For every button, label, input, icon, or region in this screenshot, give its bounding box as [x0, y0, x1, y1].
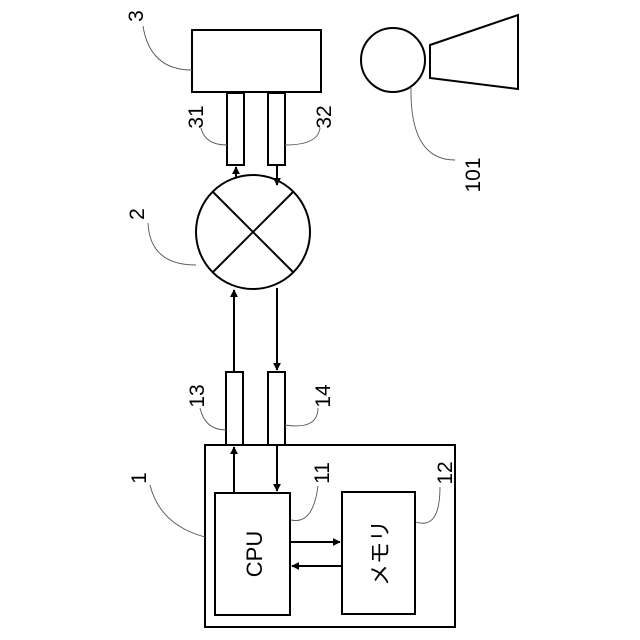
leader-13 [200, 408, 226, 430]
ref-13: 13 [186, 384, 209, 407]
leader-1 [150, 485, 205, 537]
interface-32 [268, 93, 285, 165]
user-head [361, 28, 425, 92]
device-3 [192, 30, 321, 92]
ref-14: 14 [312, 384, 335, 408]
user-body [430, 15, 518, 89]
ref-12: 12 [434, 461, 457, 484]
ref-11: 11 [311, 462, 334, 484]
interface-14 [268, 372, 285, 445]
interface-31 [227, 93, 244, 165]
ref-3: 3 [125, 10, 148, 22]
memory-label: メモリ [368, 520, 393, 586]
leader-101 [411, 88, 455, 160]
ref-32: 32 [313, 105, 336, 128]
ref-1: 1 [128, 472, 151, 484]
leader-14 [285, 408, 318, 426]
ref-101: 101 [462, 157, 485, 192]
leader-2 [148, 223, 196, 265]
leader-3 [143, 26, 192, 70]
ref-31: 31 [185, 105, 208, 128]
cpu-label: CPU [242, 531, 267, 577]
ref-2: 2 [126, 208, 149, 220]
interface-13 [226, 372, 243, 445]
leader-32 [285, 128, 320, 145]
leader-31 [201, 128, 227, 145]
